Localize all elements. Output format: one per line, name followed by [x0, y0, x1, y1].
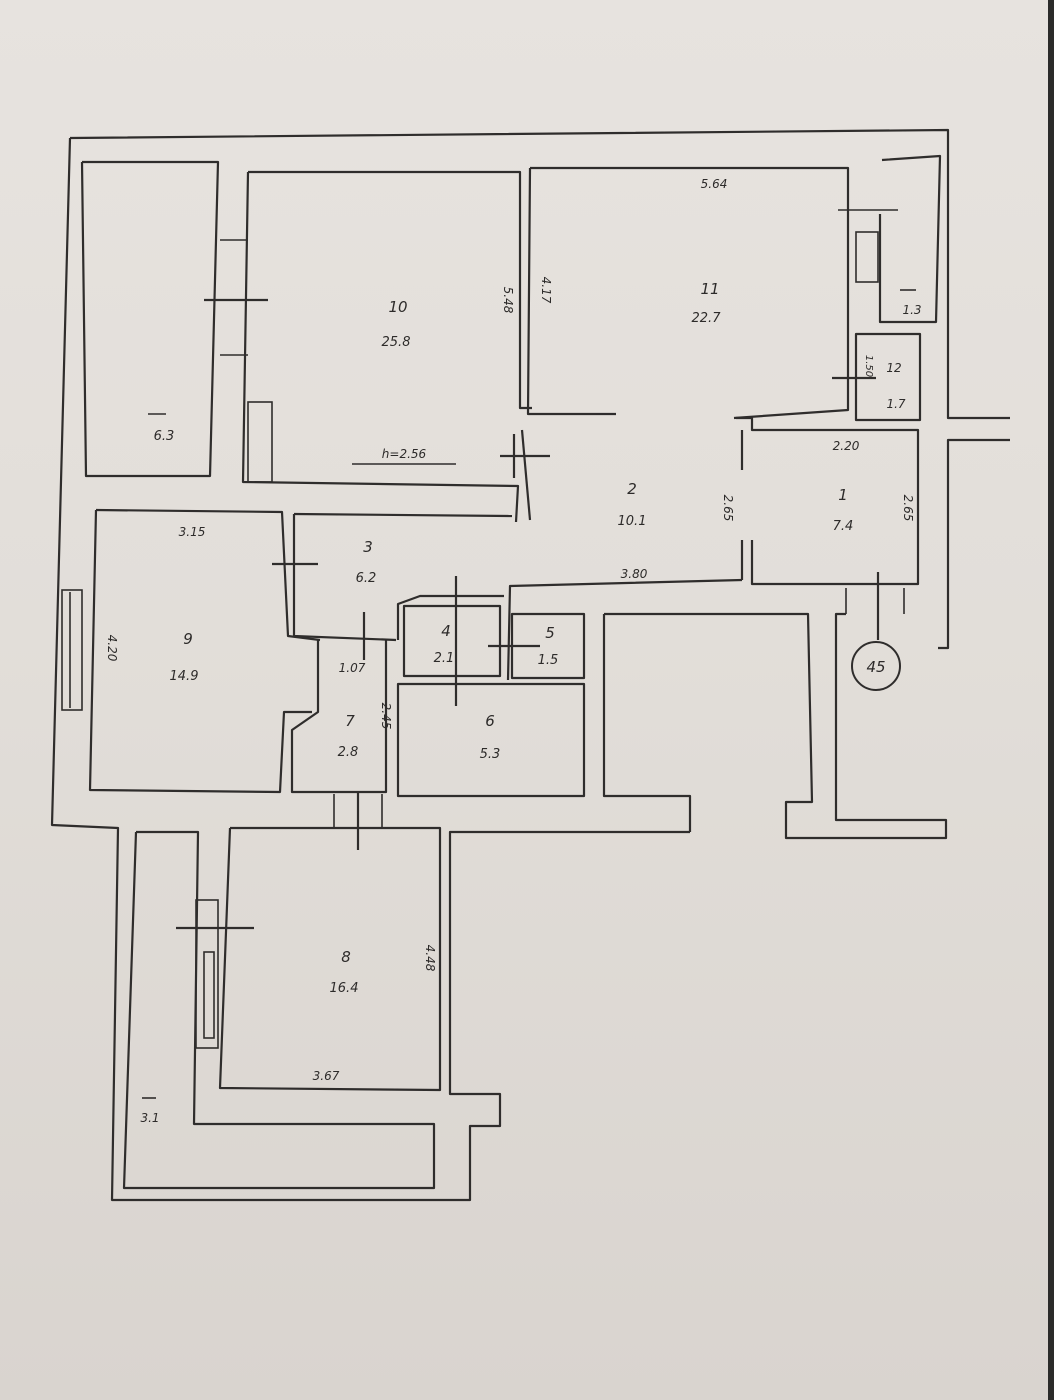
dim-room1-width: 2.20: [833, 439, 860, 453]
room-6-number: 6: [485, 712, 495, 730]
room-10-number: 10: [388, 298, 407, 316]
room-11-number: 11: [700, 280, 719, 298]
outer-walls: [50, 128, 1010, 1202]
dim-corridor-width: 3.80: [621, 567, 648, 581]
room-12-area: 1.7: [886, 397, 905, 411]
balcony-labels: 6.3 1.3 3.1: [140, 289, 922, 1125]
dim-room7-width: 1.07: [339, 661, 366, 675]
room-3-number: 3: [363, 538, 373, 556]
room-1-number: 1: [838, 486, 848, 504]
room-11-area: 22.7: [692, 311, 722, 326]
room-labels: 1 7.4 2 10.1 3 6.2 4 2.1 5 1.5 6 5.3 7 2…: [170, 280, 906, 996]
room-10-area: 25.8: [382, 335, 411, 350]
door-marks: [176, 298, 880, 930]
room-2-area: 10.1: [618, 514, 647, 529]
room-4-number: 4: [441, 622, 451, 640]
room-5-area: 1.5: [538, 653, 559, 668]
dim-room8-width: 3.67: [313, 1069, 340, 1083]
stair-number: 45: [866, 658, 885, 676]
room-5-number: 5: [545, 624, 555, 642]
balcony-right-area: 1.3: [902, 303, 921, 317]
dim-room1-height: 2.65: [901, 495, 915, 522]
room-9-area: 14.9: [170, 669, 199, 684]
room-1-area: 7.4: [833, 519, 854, 534]
dim-room7-height: 2.45: [379, 703, 393, 730]
room-7-area: 2.8: [338, 745, 359, 760]
room-3-area: 6.2: [356, 571, 377, 586]
dim-room8-height: 4.48: [423, 945, 437, 972]
room-2-number: 2: [627, 480, 637, 498]
balcony-bottom-area: 3.1: [140, 1111, 159, 1125]
dim-room12-height: 1.50: [863, 355, 874, 377]
dim-room9-width: 3.15: [179, 525, 206, 539]
interior-walls: [61, 154, 948, 1190]
balcony-left-area: 6.3: [154, 429, 175, 444]
dim-corridor-height: 2.65: [721, 495, 735, 522]
room-8-area: 16.4: [330, 981, 359, 996]
room-6-area: 5.3: [480, 747, 501, 762]
room-8-number: 8: [341, 948, 351, 966]
stair-marker: 45: [851, 641, 901, 691]
room-4-area: 2.1: [434, 651, 455, 666]
sheet-edge: [1048, 0, 1054, 1400]
ceiling-height-note: h=2.56: [352, 447, 456, 465]
ceiling-height: h=2.56: [382, 447, 427, 461]
room-9-number: 9: [183, 630, 193, 648]
dim-room10-height: 5.48: [501, 287, 515, 314]
room-12-number: 12: [886, 361, 901, 375]
room-7-number: 7: [345, 712, 355, 730]
dimension-labels: 5.64 5.48 4.17 3.15 4.20 2.20 2.65 2.65 …: [105, 177, 915, 1083]
dim-room11-height: 4.17: [539, 277, 553, 304]
dim-room9-height: 4.20: [105, 635, 119, 662]
dim-room11-width: 5.64: [701, 177, 728, 191]
